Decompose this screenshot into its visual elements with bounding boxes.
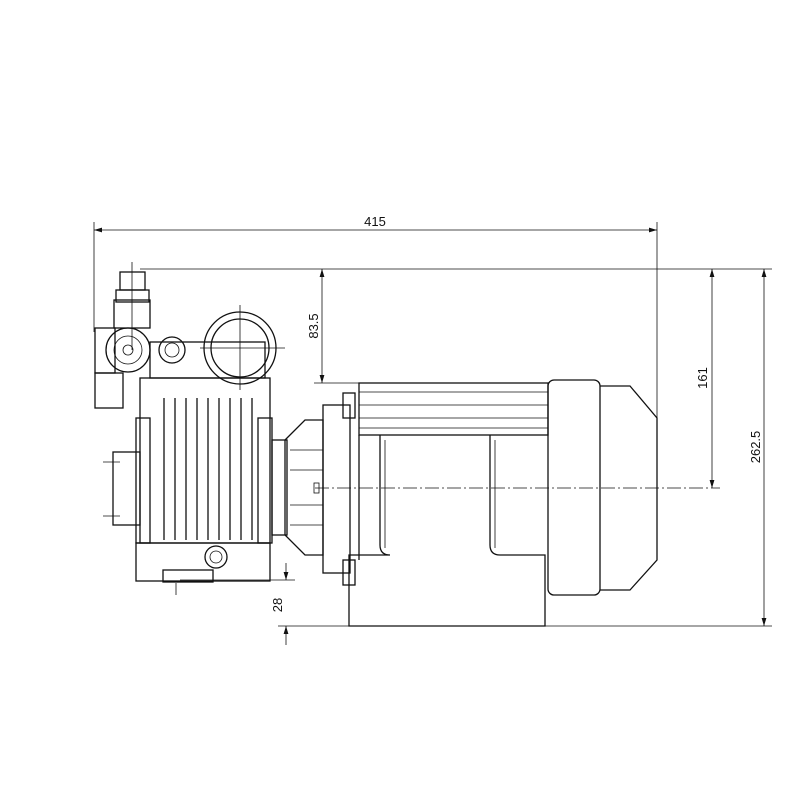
dimension-label-262-5: 262.5: [748, 431, 763, 464]
dimension-overall-height: 262.5: [748, 269, 767, 626]
dimension-overall-length: 415: [93, 214, 658, 420]
dimension-label-161: 161: [695, 367, 710, 389]
dimension-label-28: 28: [270, 598, 285, 612]
dimension-outlet-height: 83.5: [306, 269, 360, 384]
dimension-label-83-5: 83.5: [306, 313, 321, 338]
dimension-label-415: 415: [364, 214, 386, 229]
electric-motor: [284, 379, 658, 627]
pump-head: [94, 262, 288, 595]
dimension-axis-height: 161: [695, 269, 715, 488]
dimension-base-offset: 28: [180, 563, 295, 645]
